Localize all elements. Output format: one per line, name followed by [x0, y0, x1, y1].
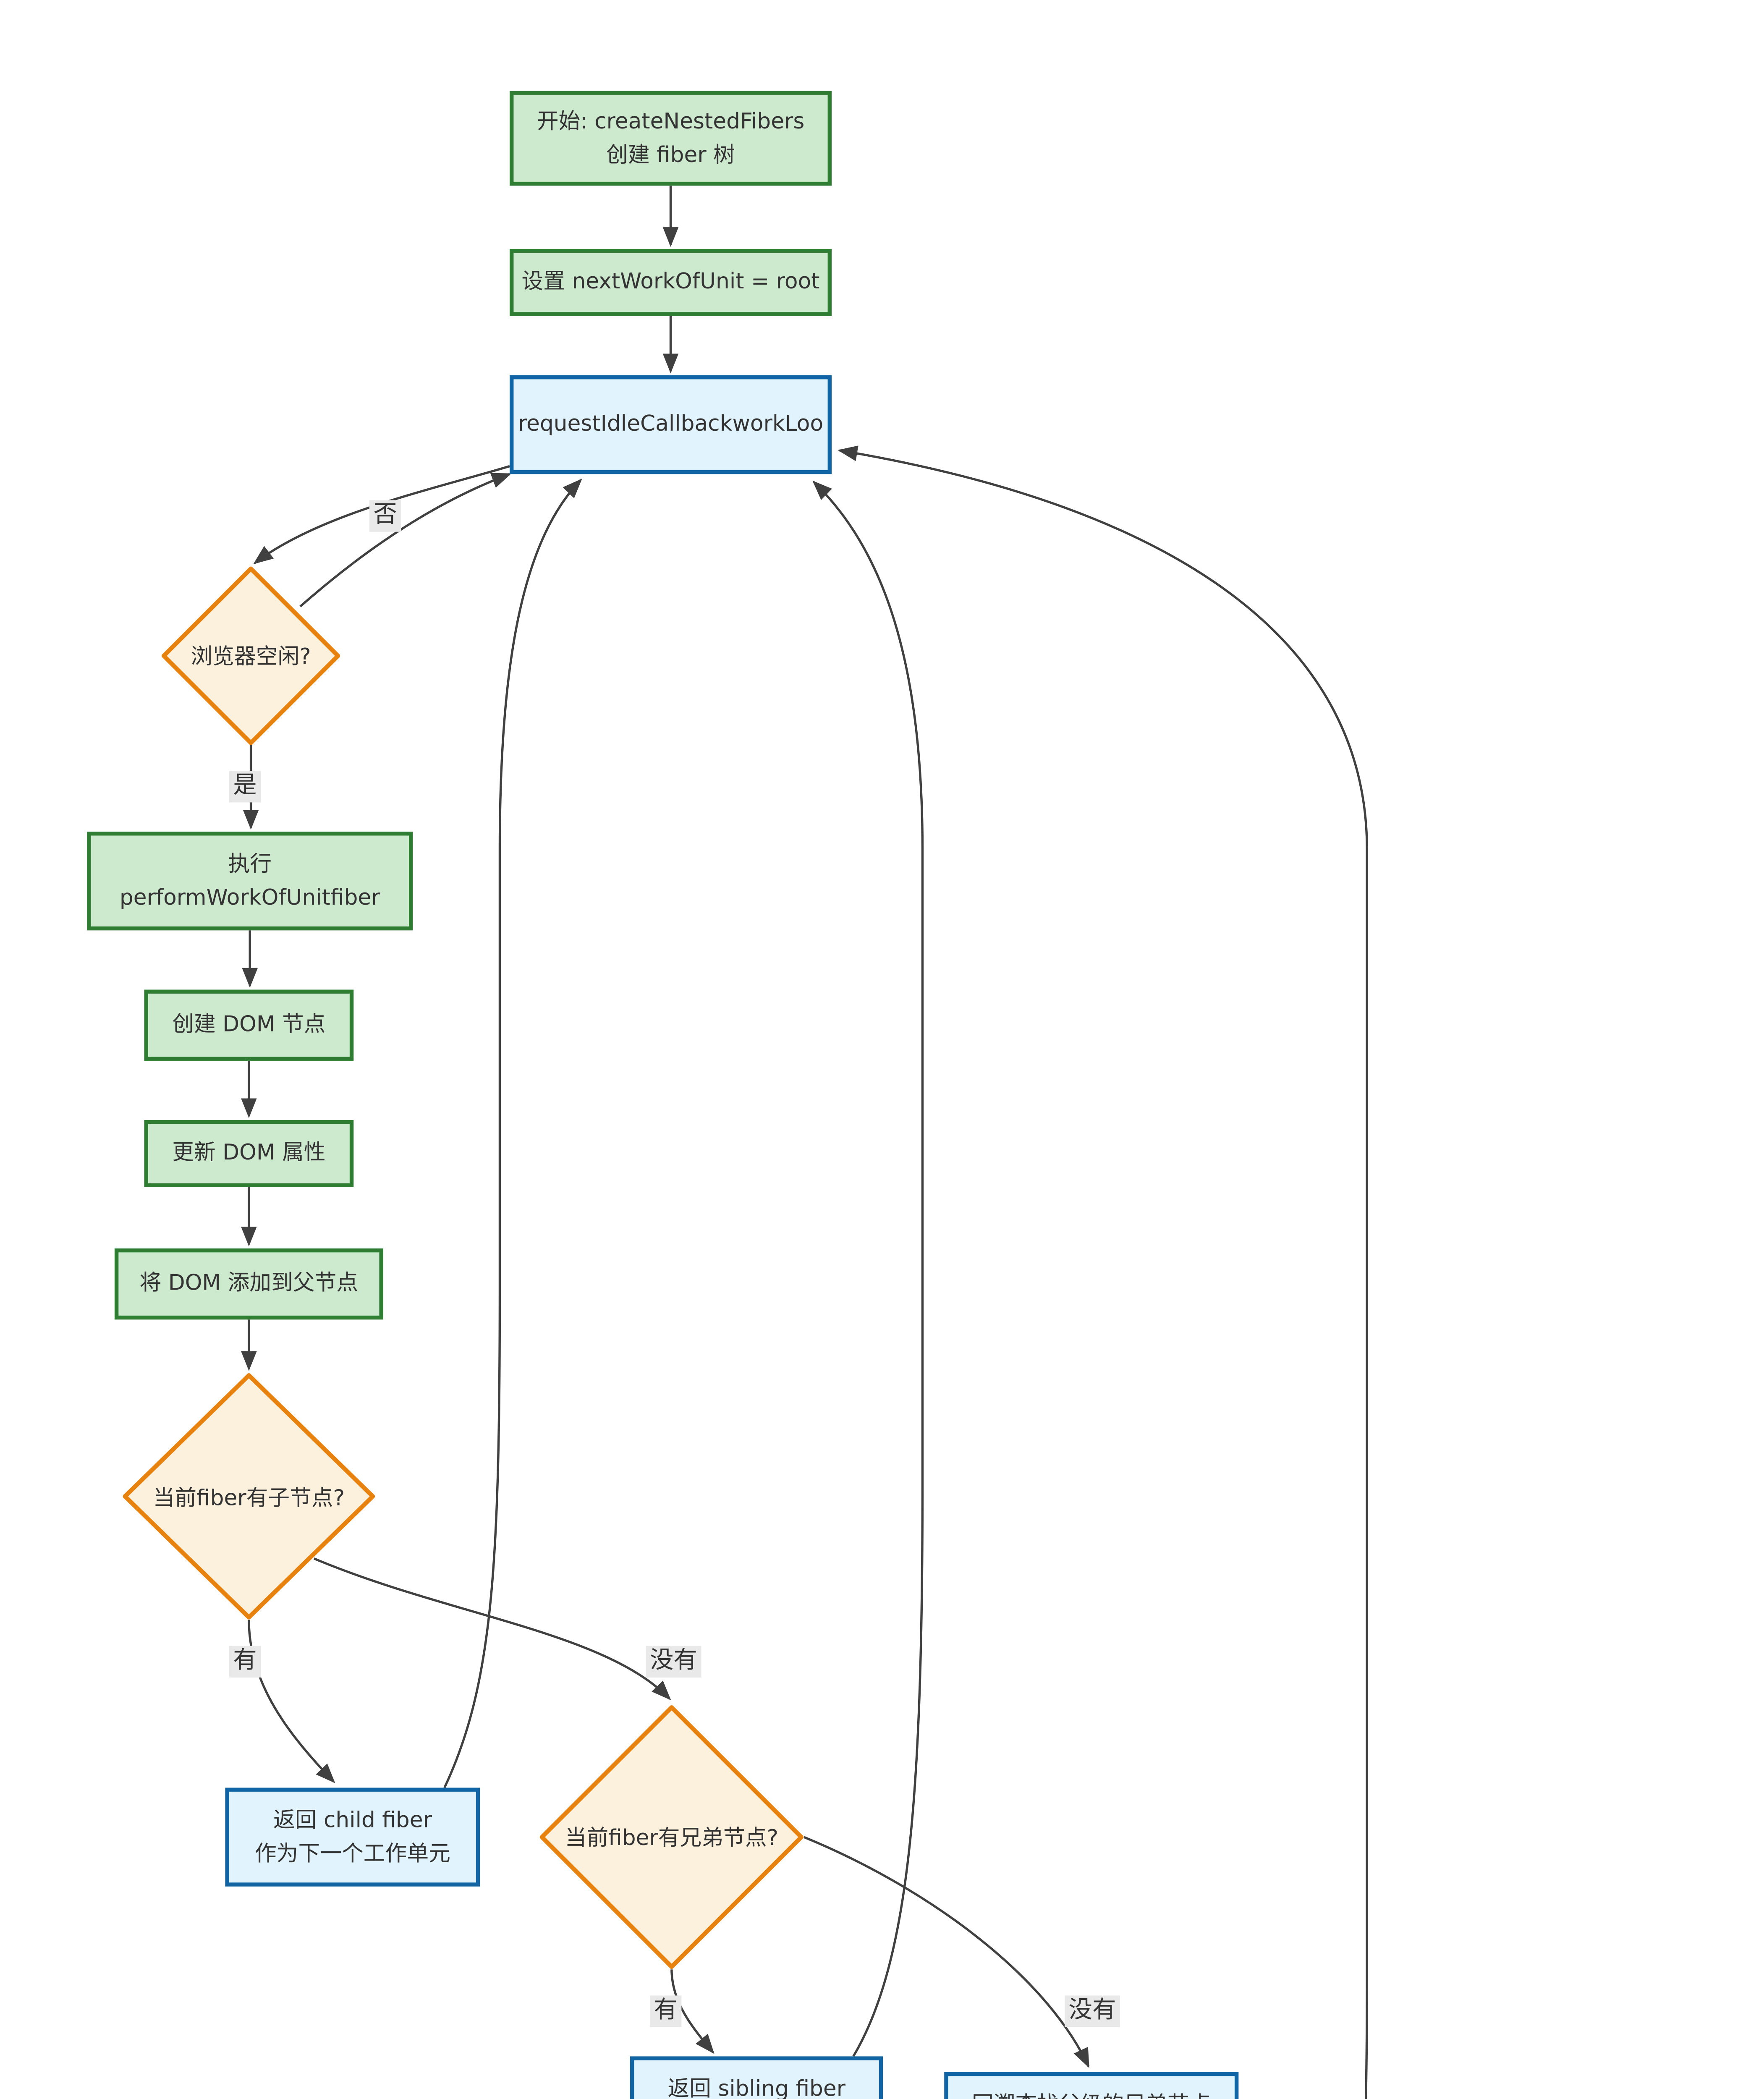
- edge-has-child-yes-to-return-child: [248, 1620, 335, 1783]
- node-request-idle-label: requestIdleCallbackworkLoo: [518, 411, 824, 438]
- node-start: 开始: createNestedFibers 创建 fiber 树: [510, 91, 832, 186]
- node-start-label: 开始: createNestedFibers 创建 fiber 树: [537, 108, 805, 168]
- node-update-props: 更新 DOM 属性: [144, 1120, 354, 1188]
- decision-browser-idle: 浏览器空闲?: [162, 567, 340, 744]
- edge-browser-idle-no-to-request-idle: [299, 473, 512, 607]
- decision-has-sibling: 当前fiber有兄弟节点?: [539, 1705, 804, 1970]
- node-set-next-work-of-unit: 设置 nextWorkOfUnit = root: [510, 249, 832, 316]
- node-set-next-label: 设置 nextWorkOfUnit = root: [521, 270, 820, 296]
- node-request-idle-callback: requestIdleCallbackworkLoo: [510, 375, 832, 474]
- node-update-props-label: 更新 DOM 属性: [172, 1141, 326, 1167]
- node-append-dom: 将 DOM 添加到父节点: [114, 1248, 383, 1320]
- edge-has-sibling-yes-to-return-sibling: [670, 1969, 714, 2054]
- node-backtrack-parent-sibling: 回溯查找父级的兄弟节点: [944, 2072, 1239, 2099]
- node-return-child-label: 返回 child fiber 作为下一个工作单元: [255, 1807, 450, 1867]
- decision-has-child: 当前fiber有子节点?: [123, 1373, 375, 1620]
- edge-return-sibling-to-request-idle: [812, 480, 924, 2057]
- diamond-shape: [162, 567, 340, 744]
- decision-has-child-label: 当前fiber有子节点?: [153, 1484, 345, 1510]
- edge-label-child-yes: 有: [229, 1646, 261, 1677]
- edge-return-child-to-request-idle: [443, 479, 582, 1788]
- edge-has-child-no-to-has-sibling: [314, 1557, 671, 1701]
- node-perform-work-of-unit: 执行 performWorkOfUnitfiber: [87, 832, 413, 931]
- node-create-dom: 创建 DOM 节点: [144, 989, 354, 1061]
- node-perform-work-label: 执行 performWorkOfUnitfiber: [119, 851, 380, 911]
- node-return-child-fiber: 返回 child fiber 作为下一个工作单元: [225, 1788, 480, 1887]
- diamond-shape: [539, 1705, 804, 1970]
- edge-label-idle-yes: 是: [229, 771, 261, 802]
- node-append-dom-label: 将 DOM 添加到父节点: [139, 1271, 359, 1297]
- node-return-sibling-fiber: 返回 sibling fiber 作为下一个工作单元: [630, 2056, 883, 2099]
- decision-browser-idle-label: 浏览器空闲?: [191, 644, 311, 670]
- edge-label-idle-no: 否: [369, 500, 401, 531]
- edge-label-child-no: 没有: [646, 1646, 701, 1677]
- decision-has-sibling-label: 当前fiber有兄弟节点?: [565, 1825, 779, 1851]
- edge-label-sibling-yes: 有: [650, 1995, 682, 2026]
- edge-has-sibling-no-to-backtrack: [803, 1836, 1090, 2068]
- node-return-sibling-label: 返回 sibling fiber 作为下一个工作单元: [667, 2076, 846, 2099]
- diamond-shape: [123, 1373, 375, 1620]
- edge-return-found-to-request-idle: [838, 445, 1368, 2099]
- node-create-dom-label: 创建 DOM 节点: [172, 1012, 326, 1038]
- edge-label-sibling-no: 没有: [1065, 1995, 1120, 2026]
- node-backtrack-label: 回溯查找父级的兄弟节点: [972, 2089, 1211, 2099]
